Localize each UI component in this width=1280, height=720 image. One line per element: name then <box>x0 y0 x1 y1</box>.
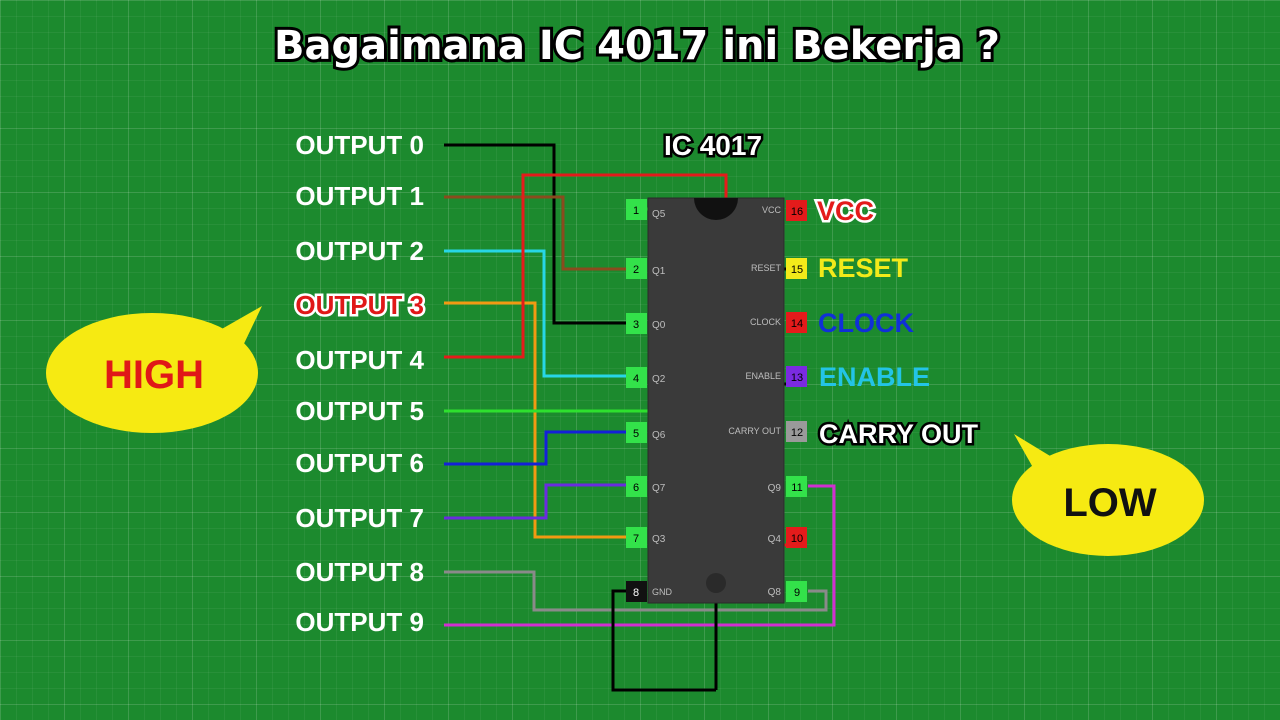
right-pins: 16 15 14 13 12 11 10 9 VCC RESET CLOCK E… <box>728 200 807 602</box>
pin-inner-label: GND <box>652 587 673 597</box>
wire-output-2 <box>444 249 628 378</box>
pin-4 <box>626 367 647 388</box>
high-bubble-body <box>46 313 258 433</box>
wire-output-8 <box>444 570 828 612</box>
high-bubble: HIGH <box>46 306 262 433</box>
wire-gnd <box>611 589 716 692</box>
high-bubble-tail <box>220 306 262 352</box>
output-label-5: OUTPUT 5 <box>295 396 424 426</box>
output-label-9: OUTPUT 9 <box>295 607 424 637</box>
output-label-2: OUTPUT 2 <box>295 236 424 266</box>
output-label-4: OUTPUT 4 <box>295 345 424 375</box>
pin-num: 5 <box>633 428 639 440</box>
pin-num: 9 <box>794 587 800 599</box>
wire-output-6 <box>444 430 628 466</box>
pin-num: 14 <box>791 318 803 330</box>
wire-output-1 <box>444 195 628 271</box>
output-label-3: OUTPUT 3 <box>295 290 424 320</box>
pin-inner-label: ENABLE <box>745 371 781 381</box>
pin-inner-label: Q5 <box>652 209 666 220</box>
pin-inner-label: CARRY OUT <box>728 426 781 436</box>
low-text: LOW <box>1063 481 1157 525</box>
pin-function-labels: VCC RESET CLOCK ENABLE CARRY OUT <box>815 194 982 452</box>
pin-inner-label: Q2 <box>652 374 666 385</box>
output-labels: OUTPUT 0 OUTPUT 1 OUTPUT 2 OUTPUT 3 OUTP… <box>293 130 427 637</box>
pin-inner-label: Q9 <box>768 483 782 494</box>
left-pins: 1 2 3 4 5 6 7 8 Q5 Q1 Q0 Q2 Q6 Q7 Q3 GND <box>626 199 673 602</box>
pin-12 <box>786 421 807 442</box>
chip-body <box>647 197 785 604</box>
chip-pin1-dot <box>706 573 726 593</box>
reset-label: RESET <box>818 253 909 283</box>
pin-1 <box>626 199 647 220</box>
pin-10 <box>786 527 807 548</box>
low-bubble-tail <box>1014 434 1060 480</box>
pin-14 <box>786 312 807 333</box>
pin-inner-label: Q1 <box>652 266 666 277</box>
pin-num: 4 <box>633 373 639 385</box>
chip-label: IC 4017 <box>664 130 762 161</box>
low-bubble: LOW <box>1012 434 1204 556</box>
wire-output-3 <box>444 301 628 539</box>
pin-7 <box>626 527 647 548</box>
pin-3 <box>626 313 647 334</box>
wire-output-9 <box>444 484 836 627</box>
enable-label: ENABLE <box>819 362 930 392</box>
chip-notch <box>694 198 738 220</box>
carry-out-label: CARRY OUT <box>819 419 979 449</box>
pin-inner-label: VCC <box>762 205 782 215</box>
wire-output-0 <box>444 143 628 325</box>
pin-num: 1 <box>633 205 639 217</box>
pin-6 <box>626 476 647 497</box>
pin-num: 15 <box>791 264 803 276</box>
pin-inner-label: RESET <box>751 263 782 273</box>
pin-num: 3 <box>633 319 639 331</box>
output-label-8: OUTPUT 8 <box>295 557 424 587</box>
pin-inner-label: Q8 <box>768 587 782 598</box>
pin-num: 10 <box>791 533 803 545</box>
pin-inner-label: Q6 <box>652 430 666 441</box>
pin-8 <box>626 581 647 602</box>
pin-num: 11 <box>791 482 802 494</box>
pin-13 <box>786 366 807 387</box>
pin-num: 13 <box>791 372 803 384</box>
output-label-1: OUTPUT 1 <box>295 181 424 211</box>
page-title: Bagaimana IC 4017 ini Bekerja ? <box>274 23 1000 69</box>
pin-11 <box>786 476 807 497</box>
pin-num: 7 <box>633 533 639 545</box>
pin-15 <box>786 258 807 279</box>
pin-num: 6 <box>633 482 639 494</box>
pin-num: 2 <box>633 264 639 276</box>
pin-inner-label: CLOCK <box>750 317 781 327</box>
wire-output-7 <box>444 483 628 520</box>
pin-inner-label: Q3 <box>652 534 666 545</box>
pin-num: 8 <box>633 587 639 599</box>
pin-num: 12 <box>791 427 803 439</box>
high-text: HIGH <box>104 353 204 397</box>
vcc-label: VCC <box>817 196 874 226</box>
pin-num: 16 <box>791 206 803 218</box>
pin-inner-label: Q0 <box>652 320 666 331</box>
pin-inner-label: Q4 <box>768 534 782 545</box>
output-label-0: OUTPUT 0 <box>295 130 424 160</box>
pin-inner-label: Q7 <box>652 483 666 494</box>
pin-9 <box>786 581 807 602</box>
output-label-6: OUTPUT 6 <box>295 448 424 478</box>
pin-2 <box>626 258 647 279</box>
pin-16 <box>786 200 807 221</box>
output-label-7: OUTPUT 7 <box>295 503 424 533</box>
pin-5 <box>626 422 647 443</box>
clock-label: CLOCK <box>818 308 914 338</box>
low-bubble-body <box>1012 444 1204 556</box>
